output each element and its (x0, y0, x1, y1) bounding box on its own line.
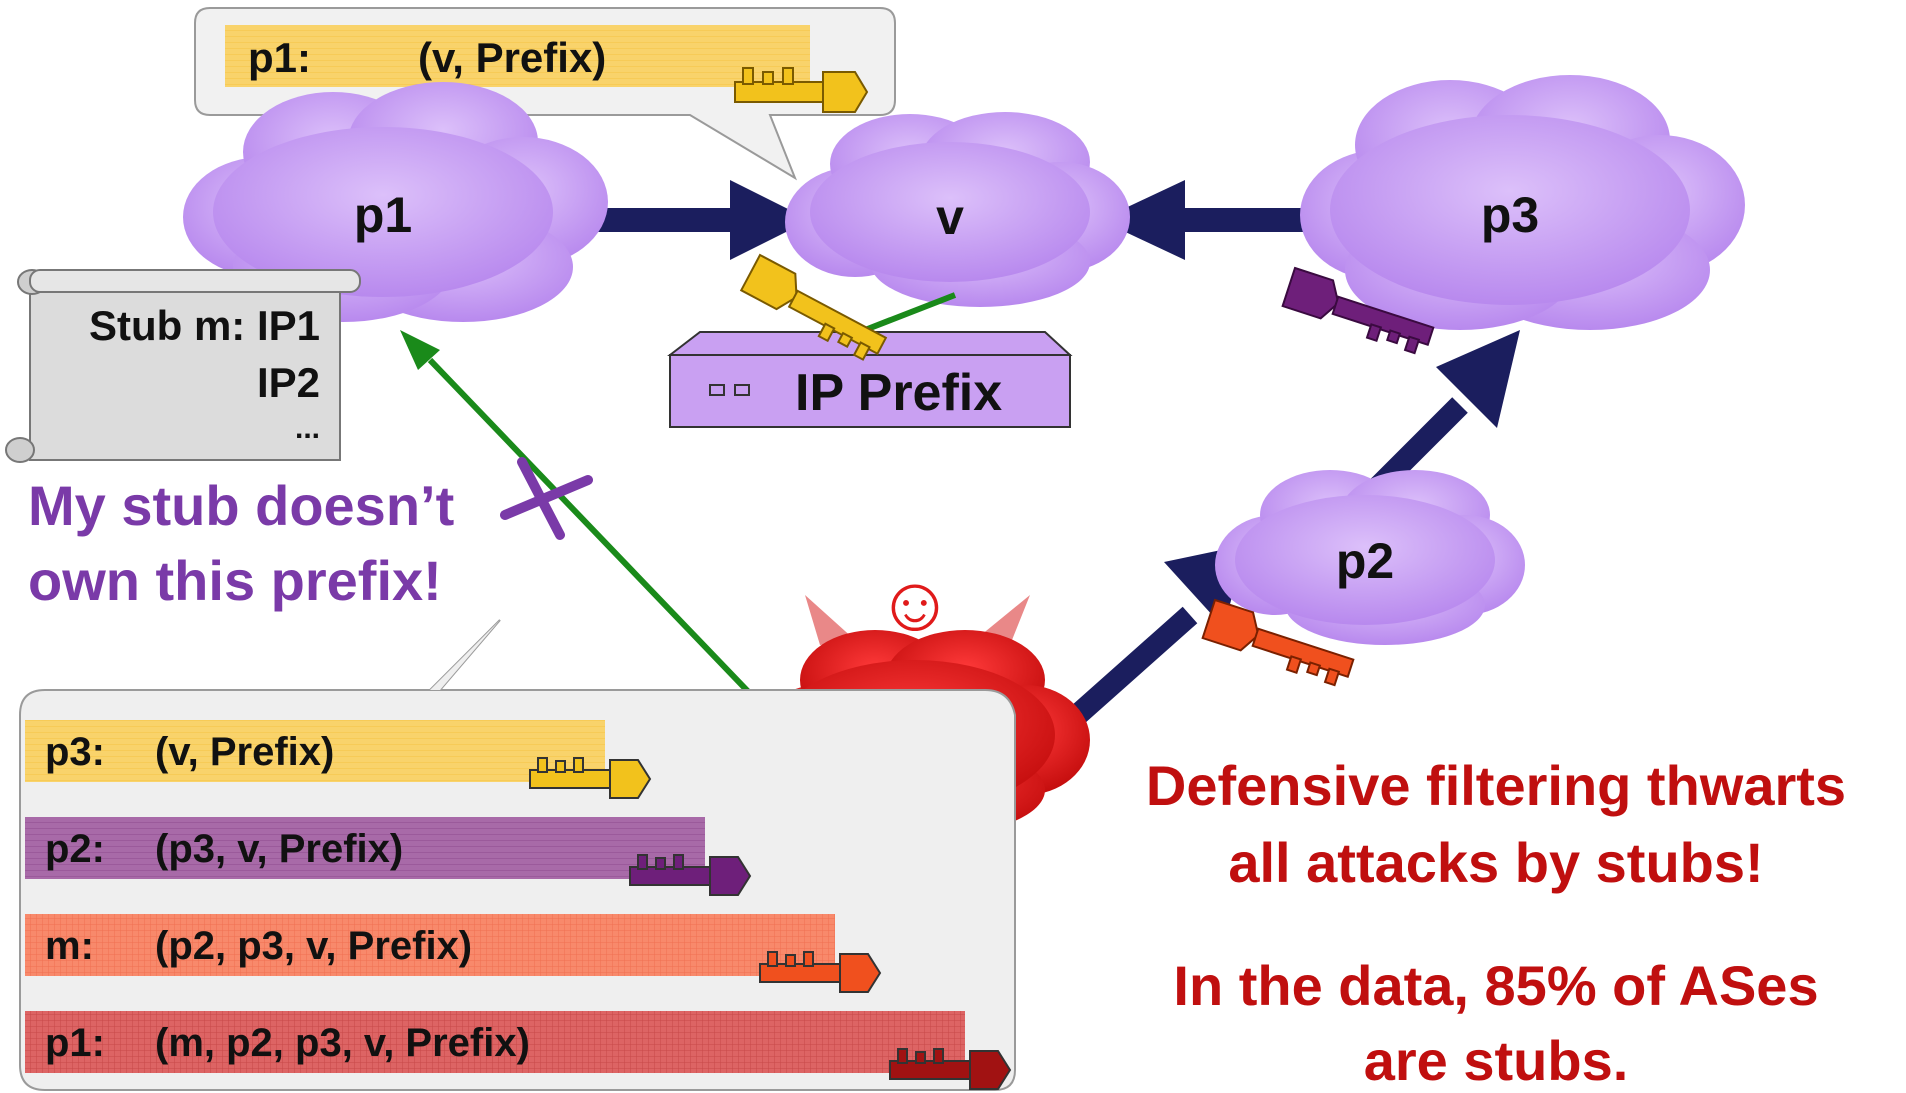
led-icon (734, 384, 750, 396)
horn-left-icon (805, 595, 855, 645)
announcement-row: p3: (v, Prefix) (25, 720, 652, 799)
announcement-row: p1: (m, p2, p3, v, Prefix) (25, 1011, 1012, 1090)
announcement-row: p2: (p3, v, Prefix) (25, 817, 752, 896)
top-announcement-who: p1: (248, 34, 311, 81)
led-icon (709, 384, 725, 396)
node-label-p2: p2 (1336, 533, 1394, 589)
announcement-row: m: (p2, p3, v, Prefix) (25, 914, 882, 993)
stub-line-1: Stub m: IP1 (89, 302, 320, 349)
announcement-list: p3: (v, Prefix) p2: (p3, v, Prefix) m: (p2, p… (25, 720, 1012, 1090)
key-icon (629, 854, 752, 896)
announcement-who: p1: (45, 1021, 105, 1065)
top-announcement-bubble: p1: (v, Prefix) (194, 7, 896, 181)
conclusion: Defensive filtering thwarts all attacks … (1146, 754, 1846, 1092)
reject-x-icon (500, 457, 593, 540)
conclusion-line-3: In the data, 85% of ASes (1173, 954, 1818, 1017)
announcement-path: (m, p2, p3, v, Prefix) (155, 1021, 530, 1065)
announcement-path: (p3, v, Prefix) (155, 827, 403, 871)
route-arrows (585, 180, 1520, 744)
ip-prefix-device: IP Prefix (667, 292, 1073, 428)
node-label-p1: p1 (354, 187, 412, 243)
conclusion-line-4: are stubs. (1364, 1029, 1629, 1092)
announcement-bar (25, 1011, 965, 1073)
announcement-bar (25, 817, 705, 879)
conclusion-line-1: Defensive filtering thwarts (1146, 754, 1846, 817)
cloud-v: v (785, 112, 1130, 307)
key-icon (889, 1048, 1012, 1090)
key-icon-p3-purple (1281, 266, 1435, 355)
key-icon-p2-orange (1201, 598, 1355, 687)
stub-line-3: ... (295, 412, 320, 445)
rejection-line-2: own this prefix! (28, 549, 442, 612)
key-icon (529, 757, 652, 799)
announcement-who: p3: (45, 730, 105, 774)
rejected-link-m-to-p1 (400, 330, 788, 733)
announcement-who: p2: (45, 827, 105, 871)
smiley-icon: ☺ (875, 559, 955, 647)
node-label-v: v (936, 189, 964, 245)
key-icon (734, 67, 869, 113)
cloud-p1: p1 (183, 82, 608, 322)
announcement-who: m: (45, 924, 94, 968)
announcement-path: (v, Prefix) (155, 730, 334, 774)
announcement-path: (p2, p3, v, Prefix) (155, 924, 472, 968)
node-label-p3: p3 (1481, 187, 1539, 243)
stub-scroll: Stub m: IP1 IP2 ... (5, 269, 361, 463)
announcement-bar (25, 720, 605, 782)
stub-line-2: IP2 (257, 359, 320, 406)
ip-prefix-label: IP Prefix (795, 364, 1002, 422)
key-icon (759, 951, 882, 993)
arrow-p1-to-v (585, 180, 810, 260)
announcement-bar (25, 914, 835, 976)
key-icon-v-yellow (739, 253, 888, 361)
arrow-p3-to-v (1100, 180, 1330, 260)
cloud-p3: p3 (1300, 75, 1745, 330)
top-announcement-path: (v, Prefix) (418, 34, 606, 81)
cloud-p2: p2 (1215, 470, 1525, 645)
conclusion-line-2: all attacks by stubs! (1228, 831, 1763, 894)
top-announcement-bar (225, 25, 810, 87)
rejection-line-1: My stub doesn’t (28, 474, 454, 537)
